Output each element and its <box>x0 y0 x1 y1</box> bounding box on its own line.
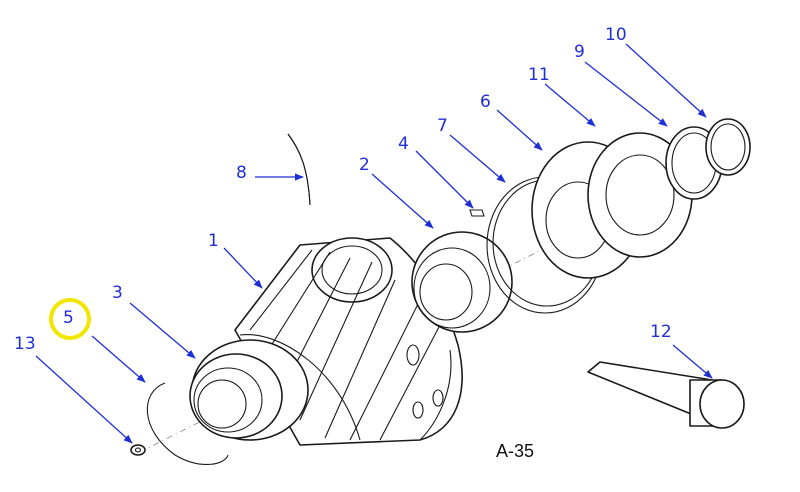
callout-9: 9 <box>574 42 585 62</box>
callout-leaders <box>35 43 713 444</box>
part-5-snap-ring <box>146 382 229 466</box>
part-12-tube <box>587 361 745 429</box>
figure-label: A-35 <box>496 441 535 461</box>
part-4-clip <box>469 209 485 217</box>
leader-6 <box>496 109 543 151</box>
callout-8: 8 <box>236 163 247 183</box>
callout-12: 12 <box>650 322 672 342</box>
callout-5: 5 <box>63 308 74 328</box>
leader-3 <box>129 302 196 359</box>
leader-2 <box>371 173 434 229</box>
leader-13 <box>35 355 133 444</box>
part-10-ring <box>705 118 751 176</box>
part-2-bearing <box>411 231 513 333</box>
callout-3: 3 <box>112 283 123 303</box>
callout-2: 2 <box>359 155 370 175</box>
leader-11 <box>544 83 596 127</box>
leader-1 <box>223 247 263 289</box>
leader-7 <box>449 134 506 183</box>
callout-6: 6 <box>480 92 491 112</box>
leader-5 <box>91 335 146 383</box>
callout-4: 4 <box>398 134 409 154</box>
part-3-bearing <box>189 339 309 441</box>
callout-1: 1 <box>208 231 219 251</box>
callout-7: 7 <box>437 116 448 136</box>
leader-10 <box>625 43 707 118</box>
part-8-pin <box>287 133 311 206</box>
leader-4 <box>415 150 474 209</box>
callout-11: 11 <box>528 65 550 85</box>
callout-13: 13 <box>14 334 36 354</box>
leader-12 <box>672 344 713 379</box>
leader-9 <box>584 61 668 127</box>
part-13-washer <box>130 444 146 456</box>
callout-10: 10 <box>605 25 627 45</box>
highlight-circle-5 <box>49 298 91 340</box>
